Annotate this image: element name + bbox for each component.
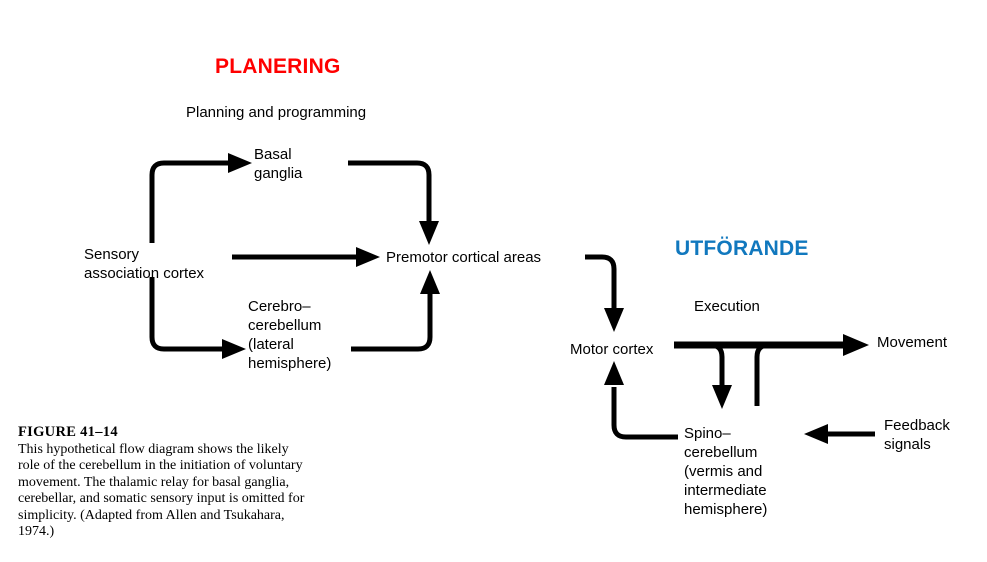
node-movement: Movement <box>877 334 948 351</box>
node-motor-cortex: Motor cortex <box>570 341 654 358</box>
edge-basal-ganglia-to-premotor <box>348 160 439 245</box>
edge-motor-cortex-to-movement <box>674 334 869 356</box>
node-sensory-association-cortex: Sensory association cortex <box>84 246 205 282</box>
edge-motor-output-to-spino-cerebellum <box>709 342 732 409</box>
edge-spino-cerebellum-to-motor-output <box>754 342 782 406</box>
node-premotor-cortical-areas: Premotor cortical areas <box>386 249 542 266</box>
section-heading-planering: PLANERING <box>215 55 341 78</box>
edge-sensory-to-basal-ganglia <box>149 153 252 243</box>
node-spino-cerebellum: Spino– cerebellum (vermis and intermedia… <box>684 425 768 518</box>
edge-sensory-to-premotor <box>232 247 380 267</box>
node-cerebro-cerebellum: Cerebro– cerebellum (lateral hemisphere) <box>248 298 332 372</box>
subcaption-execution: Execution <box>694 298 760 315</box>
node-feedback-signals: Feedback signals <box>884 417 950 453</box>
subcaption-planning-and-programming: Planning and programming <box>186 104 367 121</box>
section-heading-utforande: UTFÖRANDE <box>675 237 809 260</box>
figure-caption-body: This hypothetical flow diagram shows the… <box>18 442 305 540</box>
figure-caption-title: FIGURE 41–14 <box>18 424 118 440</box>
edge-spino-cerebellum-to-motor-cortex <box>604 361 678 440</box>
figure-caption: FIGURE 41–14 This hypothetical flow diag… <box>18 424 308 540</box>
edge-cerebro-cerebellum-to-premotor <box>351 270 440 352</box>
edge-premotor-to-motor-cortex <box>585 254 624 332</box>
edge-feedback-to-spino-cerebellum <box>804 424 875 444</box>
edge-sensory-to-cerebro-cerebellum <box>149 277 246 359</box>
node-basal-ganglia: Basal ganglia <box>254 146 303 182</box>
